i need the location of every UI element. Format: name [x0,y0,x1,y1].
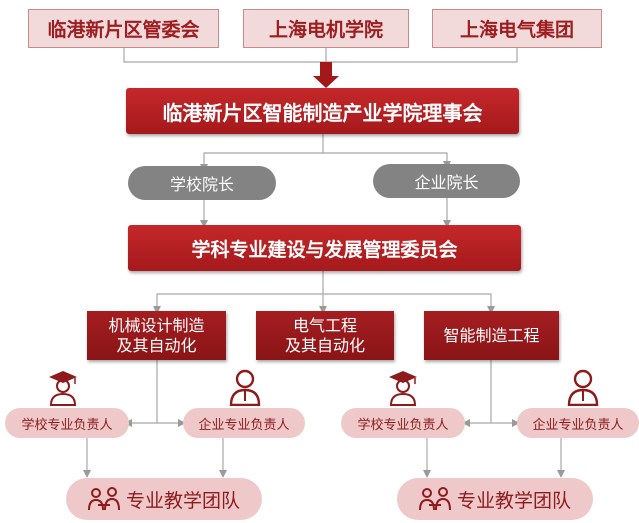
major-mechanical-line1: 机械设计制造 [108,315,205,335]
enterprise-lead-pill-left: 企业专业负责人 [183,408,305,438]
person-icon [567,369,599,406]
graduate-person-icon [49,371,77,406]
major-intelligent-manufacturing: 智能制造工程 [424,311,559,360]
teaching-team-right: 专业教学团队 [397,478,593,520]
teaching-team-right-label: 专业教学团队 [456,489,571,512]
enterprise-lead-pill-right: 企业专业负责人 [517,408,639,438]
school-lead-pill-right: 学校专业负责人 [341,408,465,438]
major-intelligent-manufacturing-line1: 智能制造工程 [443,325,540,345]
partner-lingang-committee: 临港新片区管委会 [28,9,219,48]
major-electrical: 电气工程 及其自动化 [256,311,394,360]
major-electrical-line1: 电气工程 [292,315,357,335]
school-lead-pill-left: 学校专业负责人 [5,408,129,438]
main-arrow-shaft [320,62,332,78]
major-electrical-line2: 及其自动化 [284,335,365,355]
teaching-team-left: 专业教学团队 [66,478,262,520]
school-dean-pill: 学校院长 [128,166,276,200]
graduate-person-icon [389,371,417,406]
partner-shanghai-electric: 上海电气集团 [432,9,602,48]
major-mechanical-line2: 及其自动化 [116,335,197,355]
teaching-team-icon [418,487,451,511]
committee-bar: 学科专业建设与发展管理委员会 [128,225,521,271]
person-icon [229,369,261,406]
partner-sdju: 上海电机学院 [243,9,409,48]
enterprise-dean-pill: 企业院长 [373,164,520,198]
major-mechanical: 机械设计制造 及其自动化 [87,311,226,360]
teaching-team-left-label: 专业教学团队 [125,489,240,512]
council-bar: 临港新片区智能制造产业学院理事会 [126,88,519,134]
teaching-team-icon [87,487,120,511]
main-arrow-head [313,76,339,88]
